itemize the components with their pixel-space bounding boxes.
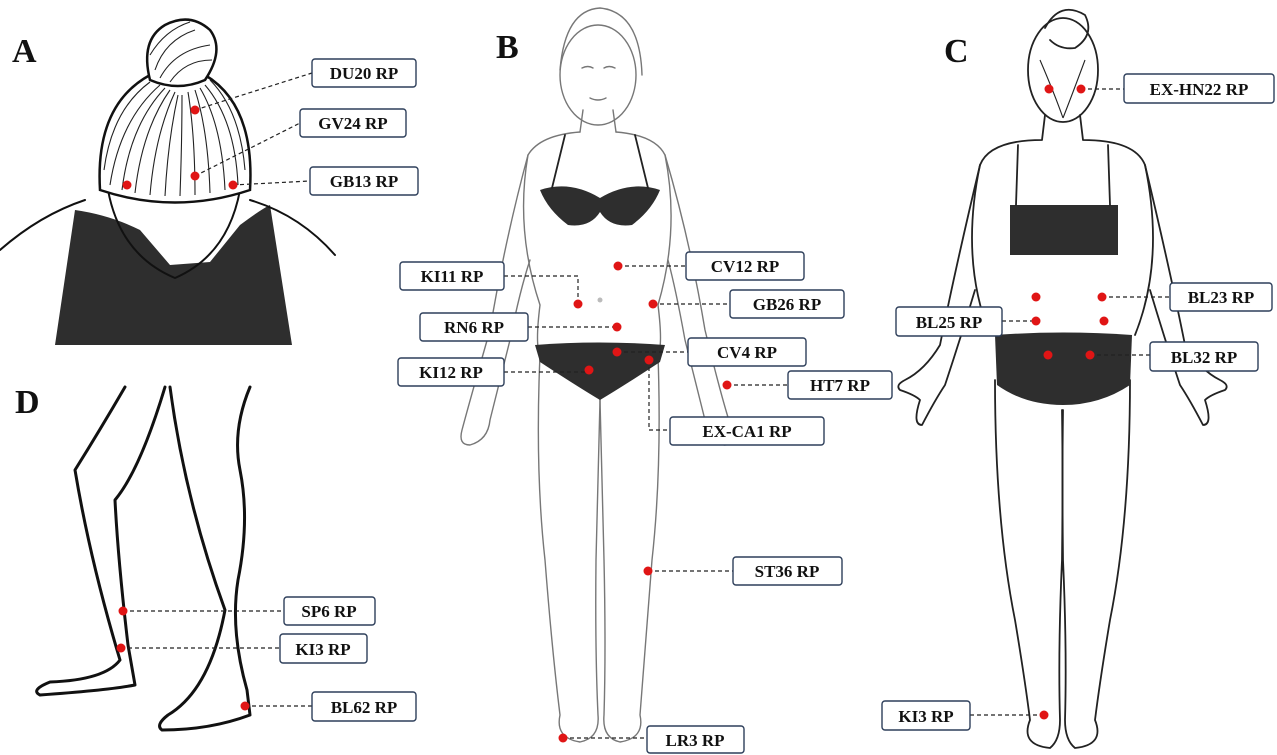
panel-letter-c: C [944,33,969,70]
point-gv24 [191,172,200,181]
point-gb26 [649,300,658,309]
point-ht7 [723,381,732,390]
point-ki11 [574,300,583,309]
point-bl25-right [1100,317,1109,326]
point-bl23 [1098,293,1107,302]
callout-ht7: HT7 RP [723,371,893,399]
callout-ki3-d: KI3 RP [117,634,368,663]
callout-exhn22: EX-HN22 RP [1045,74,1275,103]
callout-exca1: EX-CA1 RP [645,356,825,446]
callout-bl62: BL62 RP [241,692,417,721]
label-exhn22: EX-HN22 RP [1150,80,1249,99]
label-lr3: LR3 RP [665,731,724,750]
point-cv12 [614,262,623,271]
point-sp6 [119,607,128,616]
panel-letter-b: B [496,29,519,66]
label-ki12: KI12 RP [419,363,483,382]
point-ki12 [585,366,594,375]
callout-bl23: BL23 RP [1032,283,1273,311]
label-ki3-d: KI3 RP [295,640,350,659]
point-bl32 [1086,351,1095,360]
label-st36: ST36 RP [755,562,820,581]
label-bl62: BL62 RP [331,698,398,717]
panel-c [898,10,1226,748]
point-bl25 [1032,317,1041,326]
label-gb26: GB26 RP [753,295,821,314]
point-ki3-c [1040,711,1049,720]
label-gv24: GV24 RP [318,114,387,133]
label-bl25: BL25 RP [916,313,983,332]
point-cv4 [613,348,622,357]
label-cv4: CV4 RP [717,343,777,362]
callout-st36: ST36 RP [644,557,843,585]
point-gb13-left [123,181,132,190]
point-exhn22-left [1045,85,1054,94]
callout-ki3-c: KI3 RP [882,701,1049,730]
label-bl32: BL32 RP [1171,348,1238,367]
label-bl23: BL23 RP [1188,288,1255,307]
callout-sp6: SP6 RP [119,597,376,625]
point-ki3-d [117,644,126,653]
point-bl62 [241,702,250,711]
point-du20 [191,106,200,115]
point-lr3 [559,734,568,743]
callout-rn6: RN6 RP [420,313,622,341]
label-gb13: GB13 RP [330,172,398,191]
panel-letter-a: A [12,33,37,70]
callout-ki11: KI11 RP [400,262,583,309]
point-st36 [644,567,653,576]
panel-d [37,387,250,730]
label-ht7: HT7 RP [810,376,870,395]
callout-bl25: BL25 RP [896,307,1109,336]
callout-gb26: GB26 RP [649,290,845,318]
point-gb13 [229,181,238,190]
point-bl23-left [1032,293,1041,302]
point-exca1 [645,356,654,365]
label-exca1: EX-CA1 RP [702,422,791,441]
point-rn6 [613,323,622,332]
label-ki11: KI11 RP [421,267,484,286]
point-exhn22 [1077,85,1086,94]
label-cv12: CV12 RP [711,257,779,276]
label-du20: DU20 RP [330,64,398,83]
panel-letter-d: D [15,384,40,421]
label-sp6: SP6 RP [301,602,356,621]
point-bl32-left [1044,351,1053,360]
label-ki3-c: KI3 RP [898,707,953,726]
callout-cv12: CV12 RP [614,252,805,280]
back-body-drawing [898,10,1226,748]
label-rn6: RN6 RP [444,318,504,337]
legs-drawing [37,387,250,730]
